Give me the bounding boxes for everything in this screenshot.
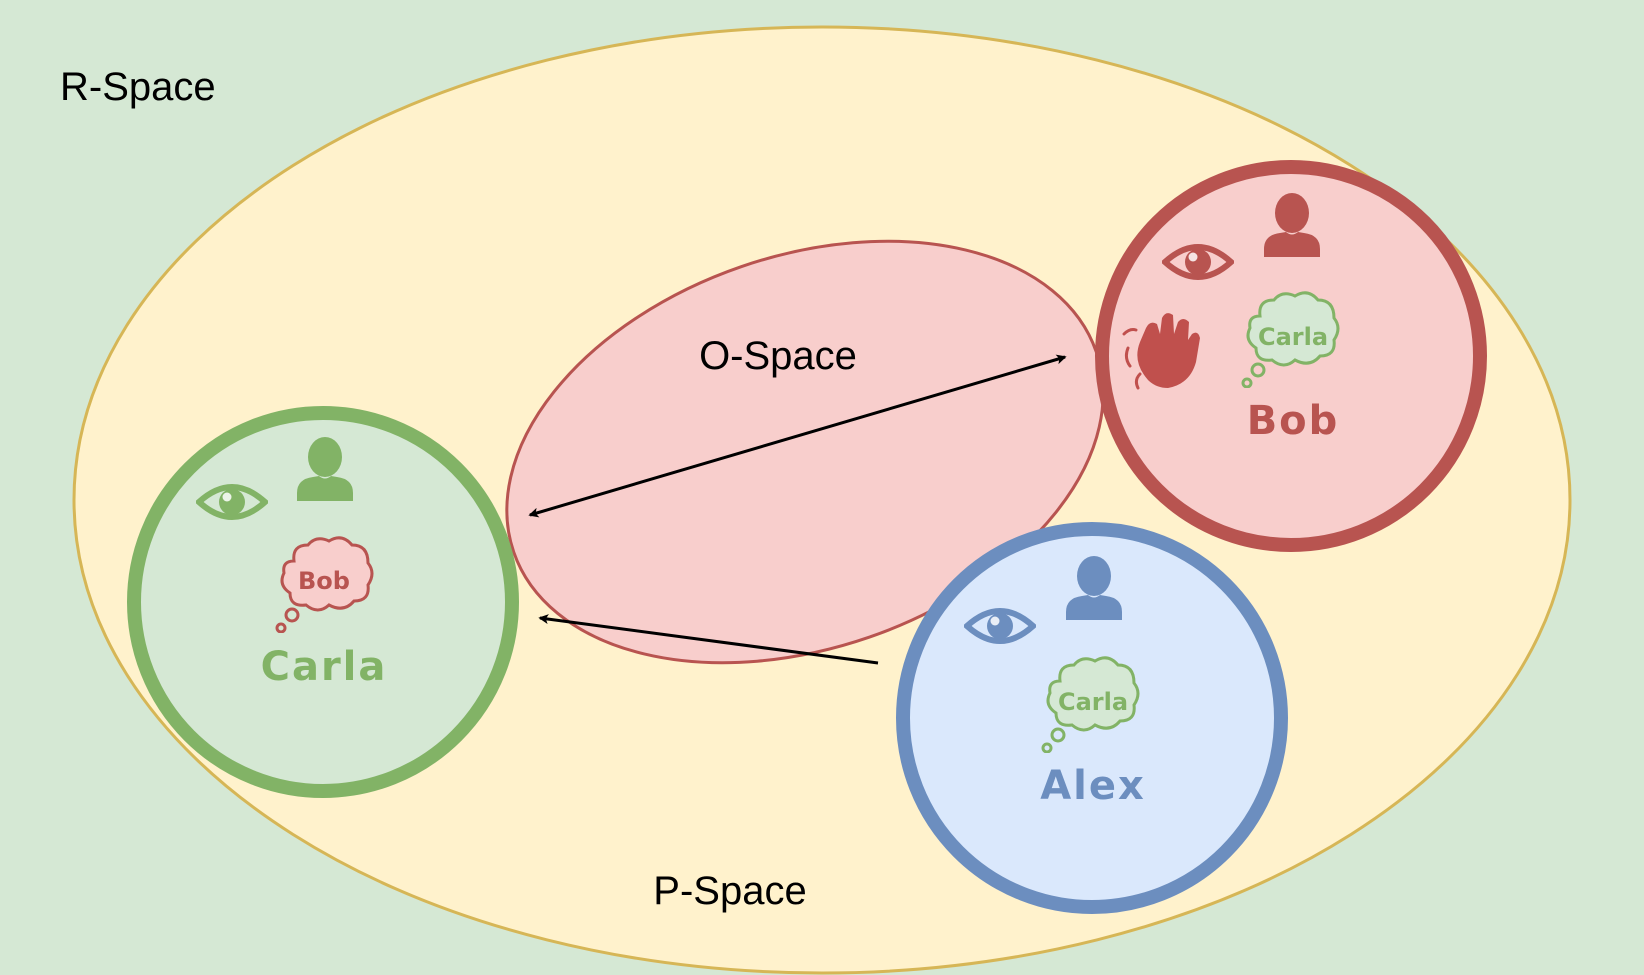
person-bob: Carla Bob bbox=[1095, 160, 1487, 552]
alex-thought-text: Carla bbox=[1058, 688, 1128, 716]
carla-bob-arrow bbox=[528, 354, 1067, 518]
person-alex: Carla Alex bbox=[896, 522, 1288, 914]
carla-thought-text: Bob bbox=[298, 567, 350, 595]
bob-thought-text: Carla bbox=[1258, 323, 1328, 351]
person-carla: Bob Carla bbox=[127, 406, 519, 798]
carla-name: Carla bbox=[261, 644, 388, 690]
o-space-label: O-Space bbox=[699, 334, 857, 378]
waving-hand-icon bbox=[1122, 313, 1200, 390]
bob-name: Bob bbox=[1247, 398, 1340, 444]
p-space-label: P-Space bbox=[653, 869, 806, 913]
r-space-label: R-Space bbox=[60, 65, 216, 109]
alex-to-carla-arrow bbox=[538, 614, 879, 665]
alex-name: Alex bbox=[1040, 763, 1146, 809]
